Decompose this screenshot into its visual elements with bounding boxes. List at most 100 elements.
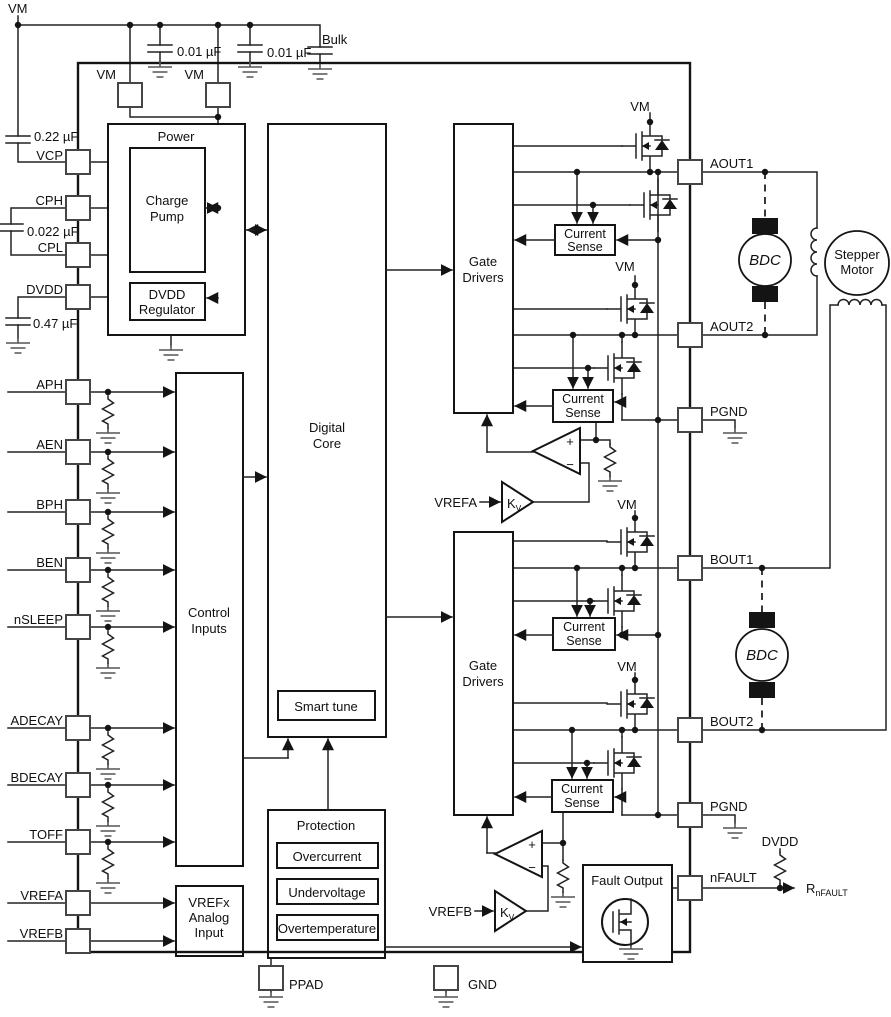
current-sense-a1-label-2: Sense xyxy=(567,240,602,254)
pin-label-aout1: AOUT1 xyxy=(710,156,753,171)
current-sense-a1-label-1: Current xyxy=(564,227,606,241)
bypass-cap-2 xyxy=(237,44,263,53)
left-external-wires xyxy=(7,24,67,942)
pin-ppad xyxy=(258,965,284,991)
pin-nsleep xyxy=(65,614,91,640)
ls-fet-aout2 xyxy=(593,341,642,395)
flying-cap xyxy=(0,223,24,232)
vrefx-analog-input-block xyxy=(175,885,244,957)
vrefx-label-2: Analog xyxy=(189,910,229,925)
undervoltage-block xyxy=(276,878,379,905)
dvdd-cap xyxy=(5,317,31,326)
pin-vm-2 xyxy=(205,82,231,108)
current-sense-b1-label-1: Current xyxy=(563,620,605,634)
bulk-cap-label: Bulk xyxy=(322,32,348,47)
fault-output-label: Fault Output xyxy=(591,873,663,888)
right-external-wires xyxy=(270,171,887,993)
pin-bdecay xyxy=(65,772,91,798)
stepper-motor-label-2: Motor xyxy=(840,262,874,277)
pin-bout2 xyxy=(677,717,703,743)
vm-hs-a1-label: VM xyxy=(630,99,650,114)
pin-label-cph: CPH xyxy=(36,193,63,208)
junction-dots xyxy=(14,21,784,892)
pin-pgnd-b xyxy=(677,802,703,828)
vrefx-label-3: Input xyxy=(195,925,224,940)
current-sense-a2-block xyxy=(552,389,614,423)
pin-pgnd-a xyxy=(677,407,703,433)
bulk-cap xyxy=(307,46,333,55)
charge-pump-label-2: Pump xyxy=(150,209,184,224)
bypass-cap-2-label: 0.01 µF xyxy=(267,45,311,60)
current-sense-b2-block xyxy=(551,779,614,813)
pin-bph xyxy=(65,499,91,525)
gate-drivers-a-label-1: Gate xyxy=(469,254,497,269)
mosfet-symbols xyxy=(593,119,678,790)
bridge-wires xyxy=(512,112,679,816)
fault-output-fet xyxy=(601,898,649,946)
labels: VM 0.01 µF 0.01 µF Bulk VM VM 0.22 µF 0.… xyxy=(8,1,880,992)
overtemperature-label: Overtemperature xyxy=(278,921,376,936)
pin-label-aen: AEN xyxy=(36,437,63,452)
overcurrent-block xyxy=(276,842,379,869)
hs-fet-aout2 xyxy=(606,282,655,336)
dvdd-regulator-label-2: Regulator xyxy=(139,302,196,317)
gate-drivers-b-label-1: Gate xyxy=(469,658,497,673)
protection-label: Protection xyxy=(297,818,356,833)
pin-cpl xyxy=(65,242,91,268)
overtemperature-block xyxy=(276,914,379,941)
current-sense-b1-block xyxy=(552,617,616,651)
bdc-dashed-links xyxy=(761,172,766,730)
comparator-b-minus: − xyxy=(528,860,536,875)
pin-ben xyxy=(65,557,91,583)
comparator-a-plus: + xyxy=(566,434,574,449)
pin-label-aout2: AOUT2 xyxy=(710,319,753,334)
pin-aph xyxy=(65,379,91,405)
pin-label-bph: BPH xyxy=(36,497,63,512)
vrefa-signal-label: VREFA xyxy=(434,495,477,510)
control-inputs-label-2: Inputs xyxy=(191,621,227,636)
kv-a-label: KV xyxy=(507,496,522,513)
gate-drivers-a-block xyxy=(453,123,514,414)
power-label: Power xyxy=(158,129,196,144)
bdc-motor-a xyxy=(738,218,792,302)
pin-label-vrefb: VREFB xyxy=(20,926,63,941)
dvdd-pullup-label: DVDD xyxy=(762,834,799,849)
pin-label-pgnd-a: PGND xyxy=(710,404,748,419)
gate-drivers-b-block xyxy=(453,531,514,816)
pin-boxes xyxy=(65,82,703,991)
bypass-cap-1 xyxy=(147,44,173,53)
current-sense-a2-label-2: Sense xyxy=(565,406,600,420)
vrefx-label-1: VREFx xyxy=(188,895,230,910)
pin-label-ppad: PPAD xyxy=(289,977,323,992)
vm-hs-b2-label: VM xyxy=(617,659,637,674)
vm-pin1-label: VM xyxy=(97,67,117,82)
bdc-motor-b xyxy=(735,612,789,698)
pin-label-dvdd: DVDD xyxy=(26,282,63,297)
gate-drivers-b-label-2: Drivers xyxy=(462,674,504,689)
pin-label-bout2: BOUT2 xyxy=(710,714,753,729)
pin-aout2 xyxy=(677,322,703,348)
hs-fet-bout2 xyxy=(606,677,655,731)
pin-label-bdecay: BDECAY xyxy=(11,770,64,785)
pin-label-cpl: CPL xyxy=(38,240,63,255)
pin-nfault xyxy=(677,875,703,901)
pin-label-gnd: GND xyxy=(468,977,497,992)
smart-tune-label: Smart tune xyxy=(294,699,358,714)
digital-core-block xyxy=(267,123,387,738)
vm-hs-b1-label: VM xyxy=(617,497,637,512)
charge-pump-label-1: Charge xyxy=(146,193,189,208)
pin-label-adecay: ADECAY xyxy=(11,713,64,728)
pin-bout1 xyxy=(677,555,703,581)
digital-core-label-1: Digital xyxy=(309,420,345,435)
pin-label-toff: TOFF xyxy=(29,827,63,842)
comparator-b-plus: + xyxy=(528,837,536,852)
bdc-a-label: BDC xyxy=(749,252,781,269)
charge-pump-block xyxy=(129,147,206,273)
hs-fet-bout1 xyxy=(606,515,655,569)
pin-vrefb xyxy=(65,928,91,954)
vcp-cap xyxy=(5,135,31,144)
pin-label-vrefa: VREFA xyxy=(20,888,63,903)
rnfault-label: RnFAULT xyxy=(806,881,848,898)
ls-fet-aout1 xyxy=(629,178,678,232)
